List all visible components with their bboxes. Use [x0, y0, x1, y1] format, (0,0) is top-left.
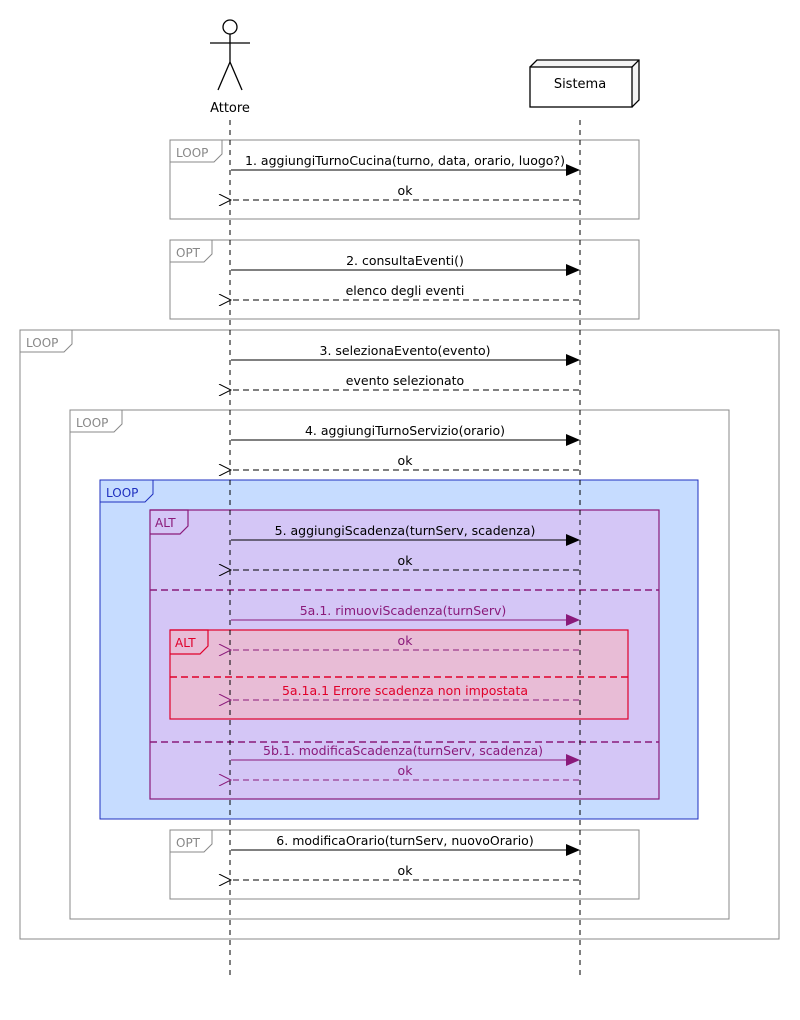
loop-frame-blue-label: LOOP: [106, 486, 138, 500]
actor-stick-figure-icon: [210, 19, 250, 91]
loop-frame-inner-label: LOOP: [76, 416, 108, 430]
alt-frame-purple-label: ALT: [155, 516, 176, 530]
message-4-label: 4. aggiungiTurnoServizio(orario): [305, 423, 505, 438]
reply-3-label: evento selezionato: [346, 373, 464, 388]
opt-frame-2: OPT: [169, 239, 640, 320]
reply-6-label: ok: [398, 863, 414, 878]
alt-frame-red-label: ALT: [175, 636, 196, 650]
message-6-label: 6. modificaOrario(turnServ, nuovoOrario): [276, 833, 533, 848]
reply-5-label: ok: [398, 553, 414, 568]
message-5a1-label: 5a.1. rimuoviScadenza(turnServ): [300, 603, 507, 618]
reply-5b1-label: ok: [398, 763, 414, 778]
opt-frame-6-label: OPT: [176, 836, 201, 850]
system-label: Sistema: [554, 77, 606, 92]
message-5-label: 5. aggiungiScadenza(turnServ, scadenza): [275, 523, 536, 538]
message-3-label: 3. selezionaEvento(evento): [320, 343, 491, 358]
reply-1-label: ok: [398, 183, 414, 198]
alt-frame-red: ALT: [169, 629, 629, 720]
opt-frame-6: OPT: [169, 829, 640, 900]
opt-frame-2-label: OPT: [176, 246, 201, 260]
reply-5a1-label: ok: [398, 633, 414, 648]
system-node: Sistema: [529, 59, 640, 108]
reply-2-label: elenco degli eventi: [346, 283, 465, 298]
reply-5a1a1-label: 5a.1a.1 Errore scadenza non impostata: [282, 683, 528, 698]
actor-label: Attore: [210, 101, 250, 116]
loop-frame-1: LOOP: [169, 139, 640, 220]
message-5b1-label: 5b.1. modificaScadenza(turnServ, scadenz…: [263, 743, 543, 758]
loop-frame-inner: LOOP: [69, 409, 730, 920]
loop-frame-outer-label: LOOP: [26, 336, 58, 350]
loop-frame-outer: LOOP: [19, 329, 780, 940]
message-2-label: 2. consultaEventi(): [346, 253, 464, 268]
reply-4-label: ok: [398, 453, 414, 468]
message-1-label: 1. aggiungiTurnoCucina(turno, data, orar…: [245, 153, 565, 168]
loop-frame-1-label: LOOP: [176, 146, 208, 160]
